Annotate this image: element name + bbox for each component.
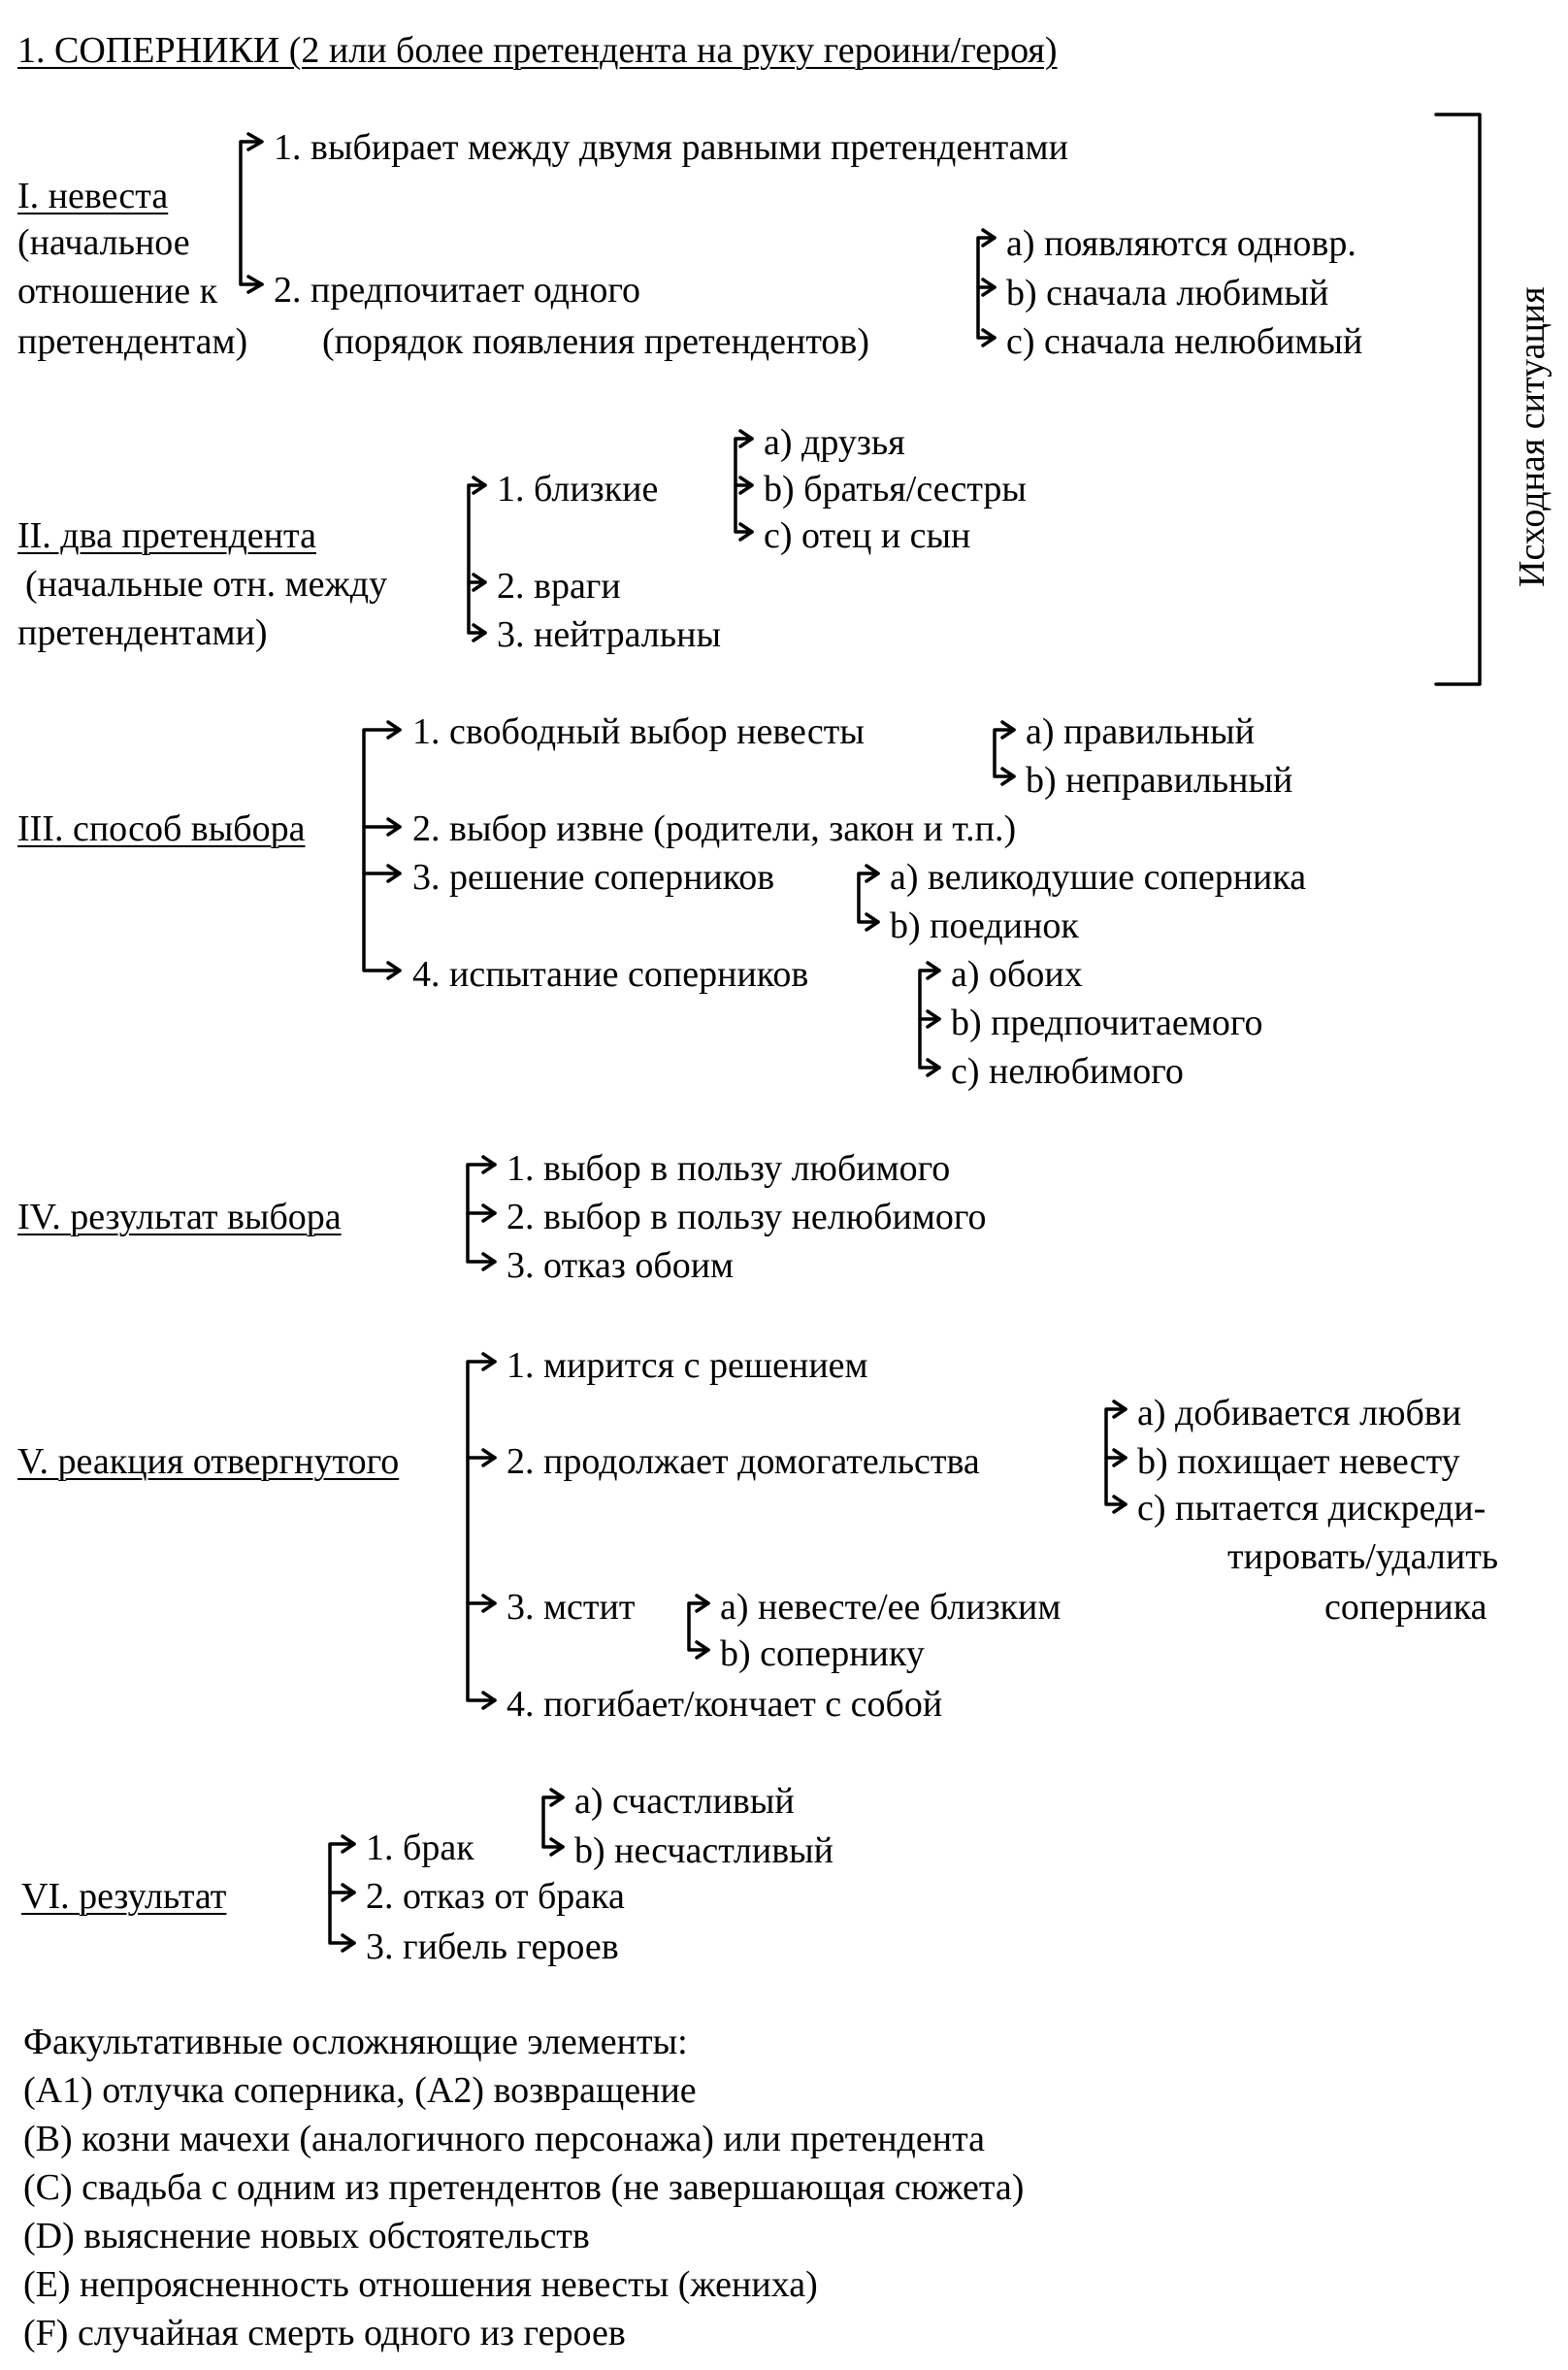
section-II-label: II. два претендента xyxy=(17,515,316,556)
bracket-I xyxy=(239,140,264,286)
bracket-VI-sub1 xyxy=(541,1795,565,1849)
optional-item: (E) непроясненность отношения невесты (ж… xyxy=(23,2264,818,2305)
optional-item: (D) выяснение новых обстоятельств xyxy=(23,2216,590,2256)
optional-item: (B) козни мачехи (аналогичного персонажа… xyxy=(23,2119,986,2159)
section-V-sub2-item: соперника xyxy=(1324,1587,1487,1628)
optional-item: (A1) отлучка соперника, (A2) возвращение xyxy=(23,2070,697,2111)
section-V-sub2-item: b) похищает невесту xyxy=(1137,1441,1460,1482)
bracket-III-sub3 xyxy=(857,872,880,924)
section-III-sub4-item: b) предпочитаемого xyxy=(951,1003,1263,1043)
bracket-III xyxy=(362,728,402,972)
section-VI-sub1-item: b) несчастливый xyxy=(574,1830,834,1871)
section-V-item: 1. мирится с решением xyxy=(506,1345,868,1386)
section-I-sublabel: (начальное xyxy=(17,222,190,263)
section-VI-item: 3. гибель героев xyxy=(366,1926,619,1967)
section-II-item: 1. близкие xyxy=(497,469,659,510)
section-V-item: 3. мстит xyxy=(506,1587,636,1628)
optional-item: (C) свадьба с одним из претендентов (не … xyxy=(23,2167,1025,2208)
section-IV-item: 2. выбор в пользу нелюбимого xyxy=(506,1197,987,1237)
section-III-sub3-item: a) великодушие соперника xyxy=(890,857,1307,898)
section-II-subitem: c) отец и сын xyxy=(764,515,971,556)
bracket-III-sub1 xyxy=(993,728,1016,778)
section-I-subitem: b) сначала любимый xyxy=(1006,273,1329,313)
section-III-item: 4. испытание соперников xyxy=(412,954,809,995)
initial-situation-bracket xyxy=(1434,113,1482,686)
section-II-sublabel: претендентами) xyxy=(17,612,268,653)
section-I-subitem: c) сначала нелюбимый xyxy=(1006,321,1363,362)
section-I-sublabel: отношение к xyxy=(17,271,218,312)
section-VI-item: 2. отказ от брака xyxy=(366,1876,625,1917)
section-III-sub1-item: a) правильный xyxy=(1026,711,1255,752)
section-V-sub3-item: a) невесте/ее близким xyxy=(720,1587,1062,1628)
bracket-V xyxy=(466,1360,497,1702)
section-II-item: 2. враги xyxy=(497,566,621,607)
section-II-subitem: b) братья/сестры xyxy=(764,469,1027,510)
section-V-item: 2. продолжает домогательства xyxy=(506,1441,980,1482)
section-III-item: 1. свободный выбор невесты xyxy=(412,711,865,752)
optional-item: (F) случайная смерть одного из героев xyxy=(23,2313,626,2354)
section-VI-sub1-item: a) счастливый xyxy=(574,1781,795,1822)
bracket-II xyxy=(467,483,487,635)
section-V-sub2-item: c) пытается дискреди- xyxy=(1137,1488,1486,1529)
section-VI-item: 1. брак xyxy=(366,1827,474,1868)
section-III-label: III. способ выбора xyxy=(17,808,306,849)
section-I-sublabel: претендентам) xyxy=(17,321,248,362)
bracket-V-sub3 xyxy=(687,1601,710,1652)
section-IV-item: 1. выбор в пользу любимого xyxy=(506,1148,951,1189)
section-I-subitem: a) появляются одновр. xyxy=(1006,223,1356,264)
section-I-label: I. невеста xyxy=(17,176,169,216)
section-III-item: 3. решение соперников xyxy=(412,857,775,898)
section-I-item: 1. выбирает между двумя равными претенде… xyxy=(274,127,1068,168)
section-III-sub3-item: b) поединок xyxy=(890,905,1079,946)
diagram-title: 1. СОПЕРНИКИ (2 или более претендента на… xyxy=(17,30,1058,71)
section-III-item: 2. выбор извне (родители, закон и т.п.) xyxy=(412,808,1017,849)
section-VI-label: VI. результат xyxy=(21,1876,227,1917)
section-V-label: V. реакция отвергнутого xyxy=(17,1441,400,1482)
section-III-sub4-item: a) обоих xyxy=(951,954,1083,995)
section-IV-item: 3. отказ обоим xyxy=(506,1245,735,1286)
section-V-sub2-item: a) добивается любви xyxy=(1137,1393,1462,1433)
initial-situation-label: Исходная ситуация xyxy=(1512,286,1552,587)
section-V-item: 4. погибает/кончает с собой xyxy=(506,1684,943,1725)
section-IV-label: IV. результат выбора xyxy=(17,1197,342,1237)
optional-heading: Факультативные осложняющие элементы: xyxy=(23,2022,688,2062)
section-II-sublabel: (начальные отн. между xyxy=(25,564,388,605)
section-III-sub1-item: b) неправильный xyxy=(1026,760,1293,801)
section-II-item: 3. нейтральны xyxy=(497,614,721,655)
section-II-subitem: a) друзья xyxy=(764,422,905,463)
section-I-item-note: (порядок появления претендентов) xyxy=(322,321,870,362)
section-V-sub3-item: b) сопернику xyxy=(720,1633,925,1674)
section-III-sub4-item: c) нелюбимого xyxy=(951,1051,1184,1092)
section-V-sub2-item: тировать/удалить xyxy=(1227,1536,1499,1577)
section-I-item: 2. предпочитает одного xyxy=(274,270,640,311)
